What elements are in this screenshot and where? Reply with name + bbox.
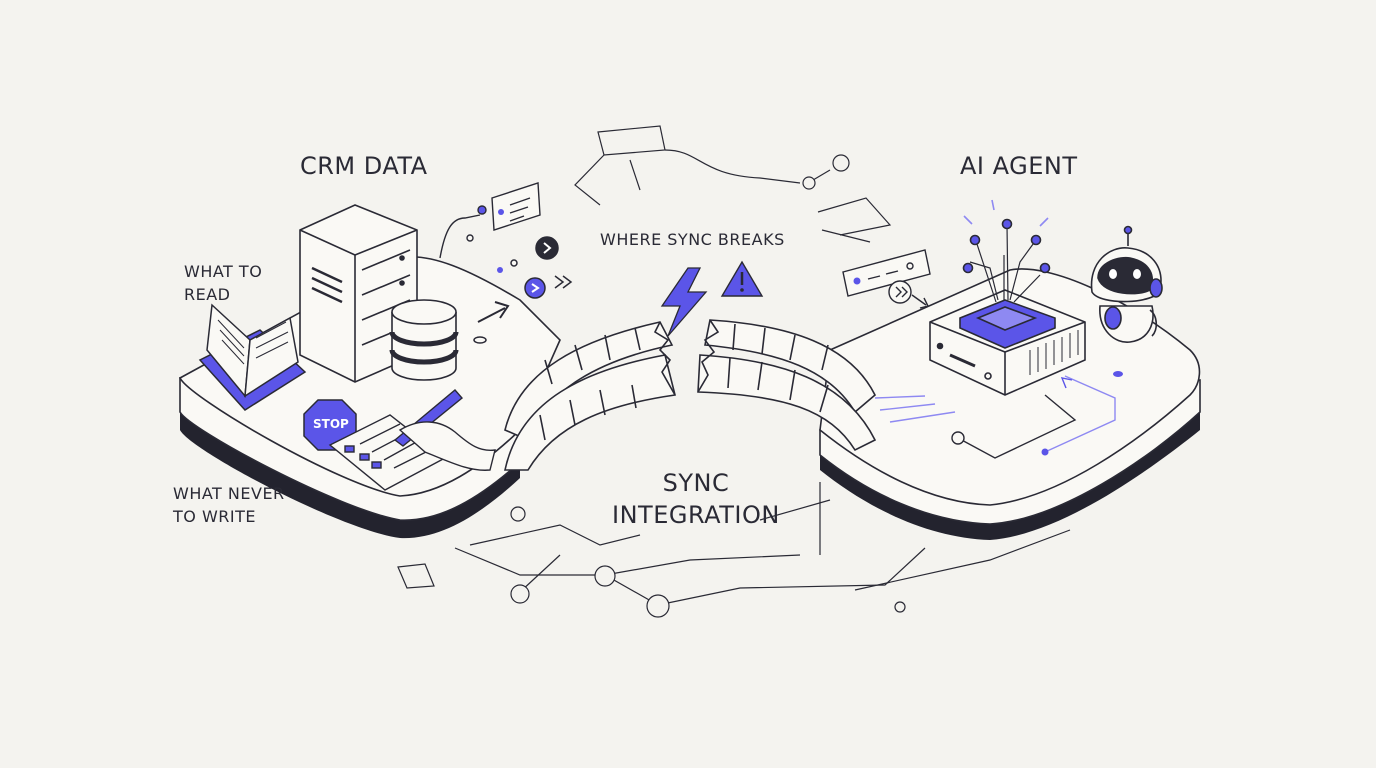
- circuit-lines: [874, 371, 1123, 459]
- sync-line-1: SYNC: [662, 469, 730, 497]
- warning-triangle-icon: [720, 260, 764, 297]
- what-never-to-write-label: WHAT NEVER TO WRITE: [173, 482, 285, 528]
- what-to-read-label: WHAT TO READ: [184, 260, 262, 306]
- network-lines: [397, 125, 1071, 618]
- lightning-bolt-icon: [660, 267, 708, 337]
- sync-integration-label: SYNC INTEGRATION: [612, 467, 780, 531]
- arrow-icons: [473, 236, 573, 344]
- what-never-line-2: TO WRITE: [173, 507, 256, 526]
- pen-hand-icon: [393, 389, 496, 471]
- where-sync-breaks-label: WHERE SYNC BREAKS: [600, 230, 785, 249]
- message-bar-icon: [842, 249, 931, 309]
- ai-agent-title: AI AGENT: [960, 152, 1078, 180]
- what-to-read-line-2: READ: [184, 285, 231, 304]
- what-never-line-1: WHAT NEVER: [173, 484, 285, 503]
- sync-line-2: INTEGRATION: [612, 501, 780, 529]
- chip-device-icon: [929, 199, 1086, 396]
- broken-bridge-icon: [504, 319, 877, 471]
- open-book-icon: [198, 303, 307, 411]
- crm-data-title: CRM DATA: [300, 152, 428, 180]
- database-icon: [389, 299, 459, 381]
- what-to-read-line-1: WHAT TO: [184, 262, 263, 281]
- stop-sign-text: STOP: [313, 417, 349, 431]
- robot-icon: [1090, 225, 1163, 343]
- chat-bubble-icon: [439, 182, 541, 259]
